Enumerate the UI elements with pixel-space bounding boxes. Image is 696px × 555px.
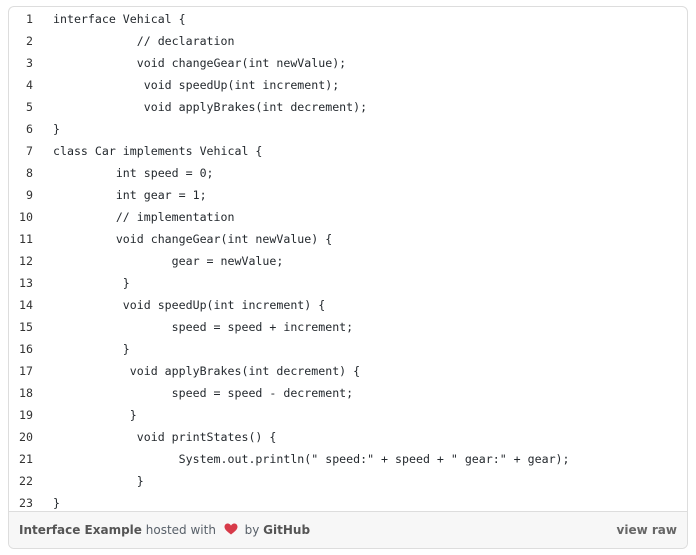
gist-meta-left: Interface Example hosted with by GitHub [19,512,310,548]
code-text: } [53,122,60,136]
line-number[interactable]: 5 [26,100,33,114]
code-line: 14 void speedUp(int increment) { [9,294,687,316]
code-line: 22 } [9,470,687,492]
line-number[interactable]: 9 [26,188,33,202]
line-number[interactable]: 17 [19,364,33,378]
line-number[interactable]: 23 [19,496,33,510]
code-text: class Car implements Vehical { [53,144,263,158]
code-line: 2 // declaration [9,30,687,52]
code-line: 10 // implementation [9,206,687,228]
code-line: 11 void changeGear(int newValue) { [9,228,687,250]
line-number[interactable]: 1 [26,12,33,26]
line-number[interactable]: 10 [19,210,33,224]
code-text: // declaration [53,34,235,48]
code-line: 4 void speedUp(int increment); [9,74,687,96]
code-text: int gear = 1; [53,188,207,202]
code-text: // implementation [53,210,235,224]
code-text: } [53,496,60,510]
code-line: 12 gear = newValue; [9,250,687,272]
line-number[interactable]: 4 [26,78,33,92]
code-text: System.out.println(" speed:" + speed + "… [53,452,570,466]
code-line: 6} [9,118,687,140]
code-line: 5 void applyBrakes(int decrement); [9,96,687,118]
code-text: int speed = 0; [53,166,214,180]
line-number[interactable]: 14 [19,298,33,312]
code-line: 13 } [9,272,687,294]
line-number[interactable]: 11 [19,232,33,246]
code-text: void changeGear(int newValue); [53,56,347,70]
line-number[interactable]: 6 [26,122,33,136]
line-number[interactable]: 3 [26,56,33,70]
github-link[interactable]: GitHub [263,523,311,537]
line-number[interactable]: 8 [26,166,33,180]
code-line: 16 } [9,338,687,360]
code-text: interface Vehical { [53,12,186,26]
code-line: 18 speed = speed - decrement; [9,382,687,404]
line-number[interactable]: 19 [19,408,33,422]
line-number[interactable]: 2 [26,34,33,48]
code-text: void applyBrakes(int decrement); [53,100,368,114]
code-line: 7 class Car implements Vehical { [9,140,687,162]
line-number[interactable]: 13 [19,276,33,290]
code-line: 9 int gear = 1; [9,184,687,206]
line-number[interactable]: 21 [19,452,33,466]
line-number[interactable]: 20 [19,430,33,444]
code-text: gear = newValue; [53,254,284,268]
code-text: void printStates() { [53,430,277,444]
code-text: } [53,408,137,422]
code-text: speed = speed + increment; [53,320,354,334]
code-line: 21 System.out.println(" speed:" + speed … [9,448,687,470]
code-text: void changeGear(int newValue) { [53,232,333,246]
code-line: 8 int speed = 0; [9,162,687,184]
line-number[interactable]: 12 [19,254,33,268]
by-text: by [244,523,260,537]
code-text: void speedUp(int increment); [53,78,340,92]
code-line: 19 } [9,404,687,426]
code-text: void applyBrakes(int decrement) { [53,364,361,378]
view-raw-link[interactable]: view raw [616,523,677,537]
gist-name-link[interactable]: Interface Example [19,523,142,537]
code-line: 15 speed = speed + increment; [9,316,687,338]
line-number[interactable]: 18 [19,386,33,400]
line-number[interactable]: 7 [26,144,33,158]
line-number[interactable]: 16 [19,342,33,356]
code-line: 23} [9,492,687,514]
code-text: } [53,276,130,290]
line-number[interactable]: 15 [19,320,33,334]
code-line: 20 void printStates() { [9,426,687,448]
code-line: 3 void changeGear(int newValue); [9,52,687,74]
heart-icon [224,523,238,535]
hosted-with-text: hosted with [145,523,216,537]
code-text: void speedUp(int increment) { [53,298,326,312]
code-text: } [53,342,130,356]
code-line: 17 void applyBrakes(int decrement) { [9,360,687,382]
code-text: speed = speed - decrement; [53,386,354,400]
code-text: } [53,474,144,488]
code-line: 1 interface Vehical { [9,8,687,30]
line-number[interactable]: 22 [19,474,33,488]
gist-meta-footer: Interface Example hosted with by GitHub … [9,511,687,548]
